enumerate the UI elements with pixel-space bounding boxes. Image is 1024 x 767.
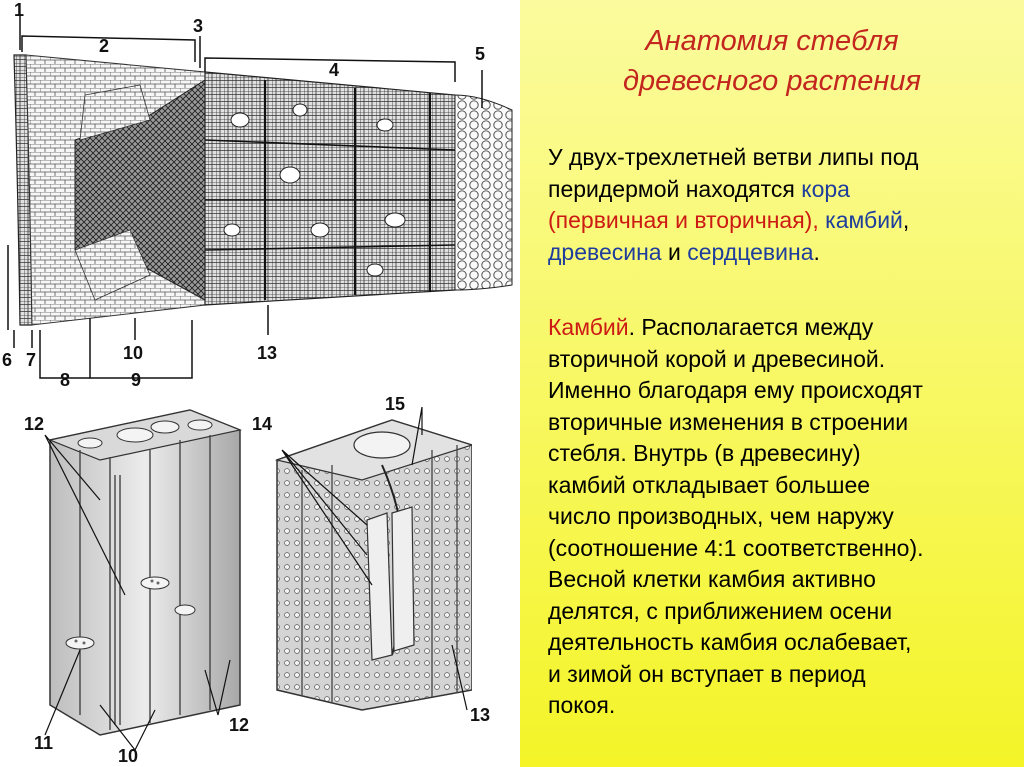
- label-9: 9: [131, 370, 142, 390]
- cambium-line: деятельность камбия ослабевает,: [548, 629, 912, 655]
- punct: .: [813, 238, 820, 265]
- cambium-line: делятся, с приближением осени: [548, 597, 893, 624]
- cambium-line: покоя.: [548, 692, 616, 718]
- label-14: 14: [252, 414, 273, 434]
- term-primary-secondary: (первичная и вторичная),: [548, 207, 826, 233]
- cambium-text: . Располагается между: [628, 314, 874, 340]
- paragraph-intro: У двух-трехлетней ветви липы под перидер…: [548, 142, 1018, 268]
- label-12-top: 12: [24, 414, 45, 434]
- text-panel: Анатомия стебля древесного растения У дв…: [520, 0, 1024, 767]
- label-1: 1: [14, 0, 25, 20]
- label-7: 7: [26, 350, 37, 370]
- term-cortex: кора: [801, 175, 850, 202]
- label-2: 2: [99, 36, 110, 56]
- cambium-line: (соотношение 4:1 соответственно).: [548, 534, 924, 561]
- label-10: 10: [123, 343, 144, 363]
- label-4: 4: [329, 60, 340, 80]
- cambium-line-1: Камбий. Располагается между: [548, 312, 1018, 344]
- intro-line-1: У двух-трехлетней ветви липы под: [548, 144, 919, 170]
- cambium-line: Именно благодаря ему происходят: [548, 377, 923, 403]
- label-12-bottom: 12: [229, 715, 250, 735]
- label-13-bottom: 13: [470, 705, 491, 725]
- cambium-line: Весной клетки камбия активно: [548, 566, 876, 592]
- term-wood: древесина: [548, 238, 662, 265]
- title-line-2: древесного растения: [623, 65, 921, 97]
- intro-line-2: перидермой находятся кора: [548, 174, 1018, 206]
- term-cambium: камбий: [825, 207, 903, 233]
- cambium-line: и зимой он вступает в период: [548, 660, 866, 687]
- intro-line-4: древесина и сердцевина.: [548, 237, 1018, 269]
- label-8: 8: [60, 370, 71, 390]
- cambium-line: число производных, чем наружу: [548, 503, 894, 529]
- label-11: 11: [34, 733, 54, 753]
- paragraph-cambium: Камбий. Располагается между вторичной ко…: [548, 312, 1018, 722]
- cambium-line: стебля. Внутрь (в древесину): [548, 440, 861, 466]
- term-pith: сердцевина: [687, 238, 814, 265]
- illustration-panel: 1 2 3 4 5 6 7 8 9 10 13 12 14 15 11 10 1…: [2, 0, 513, 766]
- term-cambium-heading: Камбий: [548, 314, 629, 340]
- label-5: 5: [475, 44, 486, 64]
- label-15: 15: [385, 394, 406, 414]
- page-title: Анатомия стебля древесного растения: [520, 22, 1024, 100]
- cambium-line: вторичной корой и древесиной.: [548, 345, 886, 372]
- label-10-bottom: 10: [118, 746, 139, 766]
- punct: ,: [902, 207, 910, 233]
- stem-cross-section-drawing: [7, 14, 513, 379]
- cambium-line: вторичные изменения в строении: [548, 408, 909, 435]
- label-3: 3: [193, 16, 204, 36]
- intro-line-3: (первичная и вторичная), камбий,: [548, 205, 1018, 237]
- wood-tissue-drawing: [274, 406, 472, 711]
- vessel-element-drawing: [44, 409, 243, 751]
- label-13: 13: [257, 343, 278, 363]
- cambium-line: камбий откладывает большее: [548, 471, 871, 498]
- label-6: 6: [2, 350, 13, 370]
- title-line-1: Анатомия стебля: [645, 25, 899, 57]
- intro-text: и: [661, 238, 688, 265]
- intro-text: перидермой находятся: [548, 175, 802, 202]
